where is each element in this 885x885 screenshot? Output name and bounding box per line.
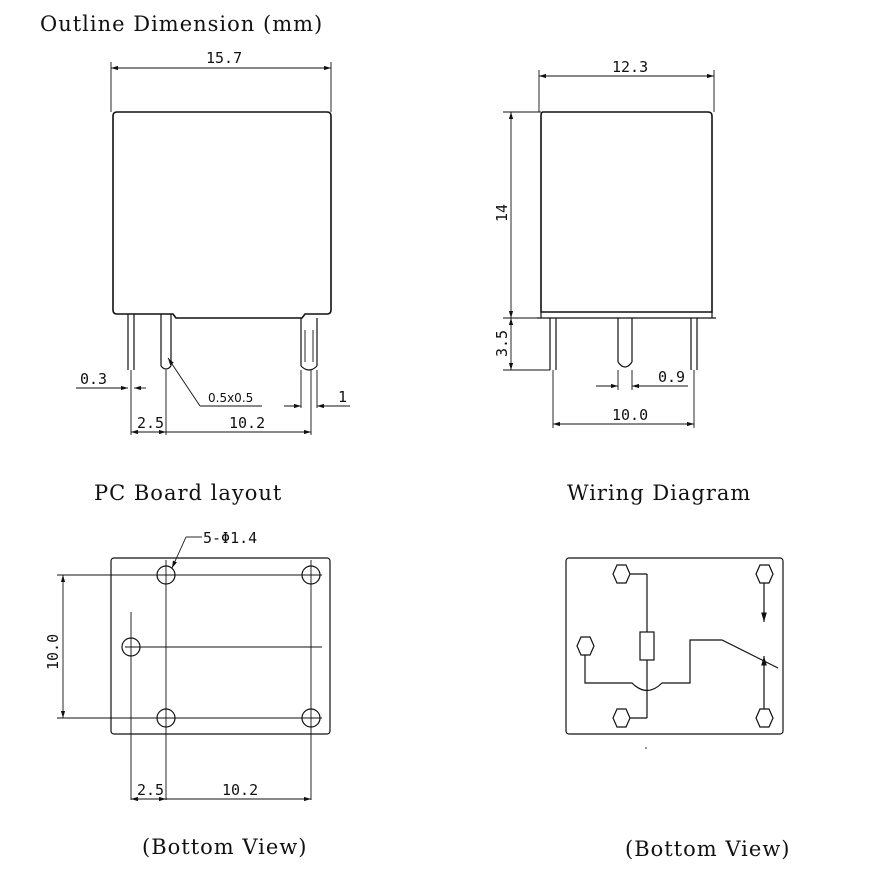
front-body-outline (112, 111, 332, 319)
wiring-outline (565, 557, 784, 735)
terminal-coil-bottom (612, 708, 631, 728)
dim-pcb-pitch-a: 2.5 (137, 781, 164, 799)
terminal-nc (755, 708, 774, 728)
dim-pin-span: 10.0 (612, 406, 648, 424)
terminal-coil-top (612, 564, 631, 584)
dim-pin-offset: 1 (338, 388, 347, 406)
front-pins (127, 314, 318, 371)
front-view: 15.7 0.3 0.5x0.5 1 2.5 10.2 (76, 49, 350, 435)
side-pins (549, 318, 698, 370)
pcb-title: PC Board layout (94, 481, 282, 505)
dim-pin-gap: 0.9 (658, 368, 685, 386)
dim-pitch-a: 2.5 (137, 414, 164, 432)
dim-side-height: 14 (493, 204, 511, 222)
dim-pcb-pitch-b: 10.2 (222, 781, 258, 799)
pcb-outline (110, 557, 331, 735)
dim-pin-length: 3.5 (493, 330, 511, 357)
dim-pin-thickness: 0.3 (80, 370, 107, 388)
side-body-outline (540, 111, 713, 313)
dim-width: 15.7 (206, 49, 242, 67)
wiring-diagram (565, 557, 784, 749)
bottom-view-label-left: (Bottom View) (142, 835, 308, 859)
terminal-com (576, 636, 595, 656)
wiring-title: Wiring Diagram (567, 481, 751, 505)
bottom-view-label-right: (Bottom View) (625, 837, 791, 861)
dim-pitch-b: 10.2 (229, 414, 265, 432)
pcb-layout: 5-Φ1.4 10.0 2.5 10.2 (44, 529, 331, 802)
dim-pin-section: 0.5x0.5 (208, 391, 253, 405)
side-view: 12.3 14 3.5 0.9 10.0 (493, 58, 716, 428)
dim-side-width: 12.3 (612, 58, 648, 76)
dim-pcb-vertical: 10.0 (44, 634, 62, 670)
outline-title: Outline Dimension (mm) (40, 12, 323, 36)
hole-spec: 5-Φ1.4 (203, 529, 257, 547)
coil (639, 631, 655, 661)
terminal-no (755, 564, 774, 584)
